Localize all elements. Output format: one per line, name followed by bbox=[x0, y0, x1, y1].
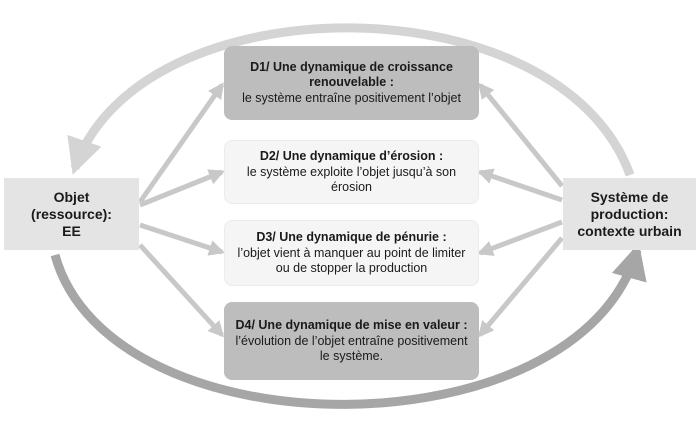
arrow-left-to-d3 bbox=[139, 222, 226, 256]
dynamic-box-d2: D2/ Une dynamique d’érosion : le système… bbox=[224, 140, 479, 204]
dynamic-box-d1: D1/ Une dynamique de croissance renouvel… bbox=[224, 46, 479, 120]
dynamic-box-d4: D4/ Une dynamique de mise en valeur : l’… bbox=[224, 302, 479, 380]
outer-arrow-top bbox=[67, 23, 635, 177]
arrow-right-to-d2 bbox=[476, 168, 563, 203]
right-node-systeme: Système de production: contexte urbain bbox=[563, 178, 696, 250]
dynamic-box-d3: D3/ Une dynamique de pénurie : l’objet v… bbox=[224, 220, 479, 286]
arrow-left-to-d2 bbox=[139, 169, 225, 208]
arrow-left-to-d1 bbox=[137, 82, 225, 204]
left-node-line: EE bbox=[62, 222, 81, 239]
right-node-line: production: bbox=[590, 205, 669, 222]
left-node-line: (ressource): bbox=[31, 205, 112, 222]
dynamic-description: l’évolution de l’objet entraîne positive… bbox=[235, 334, 468, 363]
left-node-line: Objet bbox=[53, 188, 90, 205]
arrow-right-to-d3 bbox=[477, 219, 563, 256]
dynamic-title: D2/ Une dynamique d’érosion : bbox=[259, 149, 444, 163]
arrow-right-to-d1 bbox=[477, 82, 564, 188]
outer-arrow-bottom bbox=[50, 243, 647, 409]
arrow-left-to-d4 bbox=[138, 243, 225, 338]
dynamic-description: l’objet vient à manquer au point de limi… bbox=[237, 246, 466, 275]
dynamic-title: D4/ Une dynamique de mise en valeur : bbox=[235, 318, 468, 332]
dynamic-title: D3/ Une dynamique de pénurie : bbox=[256, 230, 447, 244]
dynamic-title: D1/ Une dynamique de croissance renouvel… bbox=[250, 60, 453, 89]
dynamic-description: le système exploite l’objet jusqu’à son … bbox=[246, 165, 457, 194]
right-node-line: contexte urbain bbox=[577, 222, 682, 239]
right-node-line: Système de bbox=[590, 188, 669, 205]
left-node-objet: Objet (ressource): EE bbox=[4, 178, 139, 250]
arrow-right-to-d4 bbox=[477, 236, 564, 338]
dynamic-description: le système entraîne positivement l’objet bbox=[242, 91, 461, 105]
